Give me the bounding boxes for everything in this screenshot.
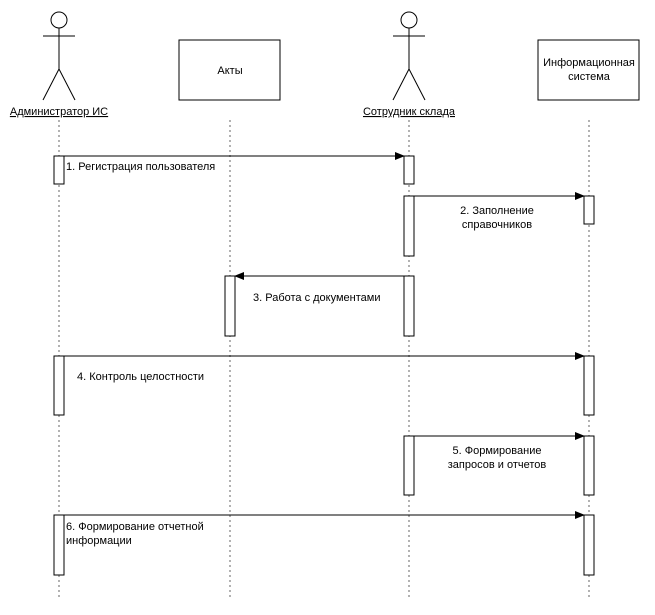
message-label: запросов и отчетов [448, 459, 547, 471]
activation-bar [403, 275, 415, 337]
message-label: информации [66, 535, 132, 547]
activation-bar [583, 355, 595, 416]
message-label: 5. Формирование [453, 445, 542, 457]
participant-1[interactable]: Акты [178, 39, 281, 600]
message-label: 1. Регистрация пользователя [66, 161, 215, 173]
message-label: 4. Контроль целостности [77, 371, 204, 383]
participant-0[interactable]: Администратор ИС [10, 11, 108, 600]
message-label: 6. Формирование отчетной [66, 521, 204, 533]
activation-bar [224, 275, 236, 337]
activation-bar [403, 155, 415, 185]
activation-bar [403, 435, 415, 496]
message-label: 3. Работа с документами [253, 292, 380, 304]
participant-name-line: система [568, 71, 611, 83]
message-2[interactable]: 2. Заполнение справочников [403, 192, 595, 257]
participant-name: Сотрудник склада [363, 106, 456, 118]
activation-bar [53, 155, 65, 185]
participant-name-line: Информационная [543, 57, 635, 69]
message-5[interactable]: 5. Формирование запросов и отчетов [403, 432, 595, 496]
activation-bar [583, 195, 595, 225]
activation-bar [53, 355, 65, 416]
object-box [537, 39, 640, 101]
message-6[interactable]: 6. Формирование отчетной информации [53, 511, 595, 576]
message-4[interactable]: 4. Контроль целостности [53, 352, 595, 416]
participant-name: Акты [217, 65, 242, 77]
activation-bar [403, 195, 415, 257]
message-1[interactable]: 1. Регистрация пользователя [53, 152, 415, 185]
activation-bar [583, 435, 595, 496]
object-box [178, 39, 281, 101]
message-label: справочников [462, 219, 532, 231]
message-3[interactable]: 3. Работа с документами [224, 272, 415, 337]
activation-bar [53, 514, 65, 576]
actor-icon [42, 11, 76, 101]
activation-bar [583, 514, 595, 576]
actor-icon [392, 11, 426, 101]
message-label: 2. Заполнение [460, 205, 534, 217]
participant-name: Администратор ИС [10, 106, 108, 118]
